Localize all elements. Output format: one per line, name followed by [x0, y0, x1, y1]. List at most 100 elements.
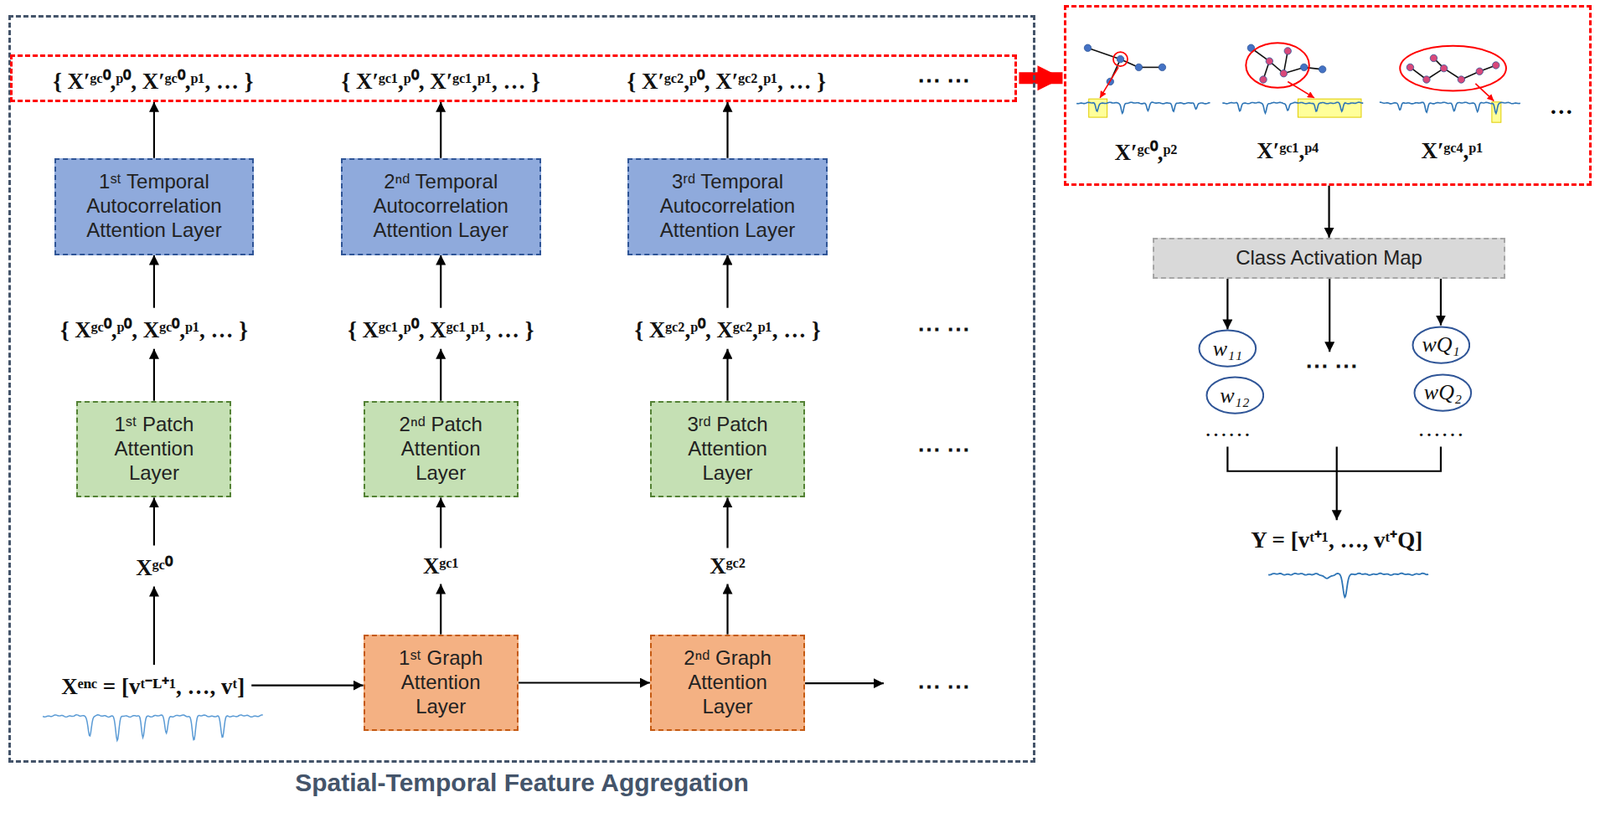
- graph-node: [1457, 76, 1465, 83]
- node-text: 1ˢᵗ Temporal Autocorrelation Attention L…: [66, 170, 243, 243]
- node-text: w₁₁: [1212, 336, 1243, 362]
- graph-node: [1423, 76, 1430, 83]
- graph-node: [1083, 44, 1091, 52]
- graph-node: [1492, 61, 1500, 69]
- node-text: { Xᵍᶜ⁰,ᵖ⁰, Xᵍᶜ⁰,ᵖ¹, … }: [60, 317, 248, 343]
- highlight-ring: [1245, 42, 1310, 88]
- graph-node: [1259, 76, 1267, 83]
- flow-arrow: [726, 584, 728, 635]
- graph-node: [1116, 55, 1124, 62]
- graph-node: [1429, 54, 1437, 62]
- graph-node: [1406, 63, 1414, 71]
- graph-node: [1440, 64, 1447, 72]
- feature-transfer-arrow: [1018, 72, 1063, 84]
- graph-node: [1265, 57, 1273, 65]
- flow-arrow: [153, 349, 155, 402]
- graph-node: [1476, 67, 1483, 75]
- feature-signal: [1379, 102, 1521, 114]
- ellipsis-label: ⋯ ⋯: [917, 434, 971, 463]
- node-text: Spatial-Temporal Feature Aggregation: [10, 769, 1034, 798]
- node-text: Xᵉⁿᶜ = [vᵗ⁻ᴸ⁺¹, …, vᵗ]: [61, 674, 245, 700]
- graph-node: [1300, 63, 1308, 71]
- node-text: 2ⁿᵈ Graph Attention Layer: [661, 646, 794, 719]
- pointer-arrow: [1099, 67, 1119, 99]
- node-text: wQ₁: [1421, 332, 1460, 358]
- node-text: w₁₂: [1219, 383, 1250, 409]
- input-signal: [42, 715, 264, 742]
- node-text: 3ʳᵈ Temporal Autocorrelation Attention L…: [639, 170, 816, 243]
- patch-layer: 3ʳᵈ Patch Attention Layer: [650, 401, 806, 499]
- ellipsis-label: ……: [1203, 415, 1251, 443]
- node-text: Xᵍᶜ¹: [423, 553, 460, 579]
- node-text: { X′ᵍᶜ⁰,ᵖ⁰, X′ᵍᶜ⁰,ᵖ¹, … }: [49, 61, 257, 97]
- flow-arrow: [726, 255, 728, 309]
- flow-arrow: [153, 255, 155, 309]
- feature-signal: [1222, 102, 1363, 114]
- graph-layer: 2ⁿᵈ Graph Attention Layer: [650, 634, 806, 733]
- node-text: Xᵍᶜ⁰: [135, 555, 173, 581]
- graph-node: [1318, 66, 1326, 73]
- node-text: wQ₂: [1424, 380, 1462, 406]
- graph-node: [1135, 63, 1142, 71]
- patch-set: { Xᵍᶜ²,ᵖ⁰, Xᵍᶜ²,ᵖ¹, … }: [630, 311, 824, 346]
- output-signal: [1268, 573, 1429, 599]
- feature-signal: [1076, 102, 1210, 114]
- flow-arrow: [439, 349, 442, 402]
- encoder-input: Xᵉⁿᶜ = [vᵗ⁻ᴸ⁺¹, …, vᵗ]: [57, 668, 248, 703]
- ellipse-shape: [1414, 374, 1472, 411]
- flow-arrow: [251, 684, 363, 687]
- ellipsis-label: ⋯ ⋯: [917, 314, 971, 343]
- output-set-frame: { X′ᵍᶜ⁰,ᵖ⁰, X′ᵍᶜ⁰,ᵖ¹, … }{ X′ᵍᶜ¹,ᵖ⁰, X′ᵍ…: [10, 54, 1017, 103]
- flow-arrow: [153, 497, 155, 546]
- node-text: 2ⁿᵈ Patch Attention Layer: [375, 412, 507, 486]
- output-label: Y = [vᵗ⁺¹, …, vᵗ⁺Q]: [1247, 521, 1426, 557]
- highlight-ring: [1399, 46, 1507, 92]
- ellipse-shape: [1199, 330, 1257, 367]
- flow-arrow: [439, 255, 442, 309]
- flow-arrow: [1327, 185, 1330, 238]
- patch-set: { Xᵍᶜ¹,ᵖ⁰, Xᵍᶜ¹,ᵖ¹, … }: [344, 311, 537, 346]
- flow-arrow: [153, 102, 155, 159]
- graph-feature: Xᵍᶜ⁰: [132, 549, 176, 584]
- weight-node: w₁₁: [1197, 329, 1258, 368]
- selected-features-frame: X′ᵍᶜ⁰,ᵖ²X′ᵍᶜ¹,ᵖ⁴X′ᵍᶜ⁴,ᵖ¹…: [1063, 5, 1592, 186]
- weight-node: wQ₁: [1411, 325, 1471, 365]
- flow-arrow: [726, 349, 728, 402]
- ellipsis-label: ⋯ ⋯: [917, 671, 971, 700]
- flow-arrow: [439, 497, 442, 548]
- node-text: X′ᵍᶜ⁴,ᵖ¹: [1417, 136, 1487, 166]
- patch-layer: 1ˢᵗ Patch Attention Layer: [76, 401, 232, 499]
- ellipsis-label: ⋯ ⋯: [1305, 351, 1358, 380]
- pointer-arrow: [1287, 81, 1315, 98]
- flow-arrow: [153, 587, 155, 666]
- merge-bracket: [1336, 447, 1338, 472]
- graph-feature: Xᵍᶜ¹: [419, 552, 463, 582]
- ellipse-shape: [1412, 326, 1470, 363]
- node-text: X′ᵍᶜ⁰,ᵖ²: [1111, 134, 1182, 169]
- pointer-arrow: [1475, 83, 1494, 102]
- graph-node: [1284, 47, 1291, 55]
- node-text: 1ˢᵗ Graph Attention Layer: [375, 646, 507, 719]
- node-text: { X′ᵍᶜ²,ᵖ⁰, X′ᵍᶜ²,ᵖ¹, … }: [624, 61, 830, 97]
- highlight-window: [1297, 98, 1362, 118]
- node-text: Xᵍᶜ²: [709, 553, 746, 579]
- node-text: 2ⁿᵈ Temporal Autocorrelation Attention L…: [352, 170, 530, 243]
- ellipse-shape: [1206, 377, 1264, 414]
- node-text: Y = [vᵗ⁺¹, …, vᵗ⁺Q]: [1250, 527, 1423, 553]
- group-frame: Spatial-Temporal Feature Aggregation{ X′…: [8, 15, 1037, 764]
- node-text: 1ˢᵗ Patch Attention Layer: [87, 412, 220, 486]
- patch-set: { Xᵍᶜ⁰,ᵖ⁰, Xᵍᶜ⁰,ᵖ¹, … }: [56, 311, 252, 346]
- flow-arrow: [726, 102, 728, 159]
- node-text: { Xᵍᶜ²,ᵖ⁰, Xᵍᶜ²,ᵖ¹, … }: [634, 317, 821, 343]
- flow-arrow: [726, 497, 728, 548]
- merge-arrow: [1336, 471, 1338, 521]
- flow-arrow: [805, 682, 884, 685]
- patch-layer: 2ⁿᵈ Patch Attention Layer: [363, 401, 519, 499]
- node-text: …: [1549, 92, 1574, 120]
- flow-arrow: [1328, 278, 1331, 353]
- node-text: 3ʳᵈ Patch Attention Layer: [661, 412, 794, 486]
- temporal-layer: 3ʳᵈ Temporal Autocorrelation Attention L…: [627, 158, 828, 256]
- flow-arrow: [1226, 278, 1229, 331]
- graph-layer: 1ˢᵗ Graph Attention Layer: [363, 634, 519, 733]
